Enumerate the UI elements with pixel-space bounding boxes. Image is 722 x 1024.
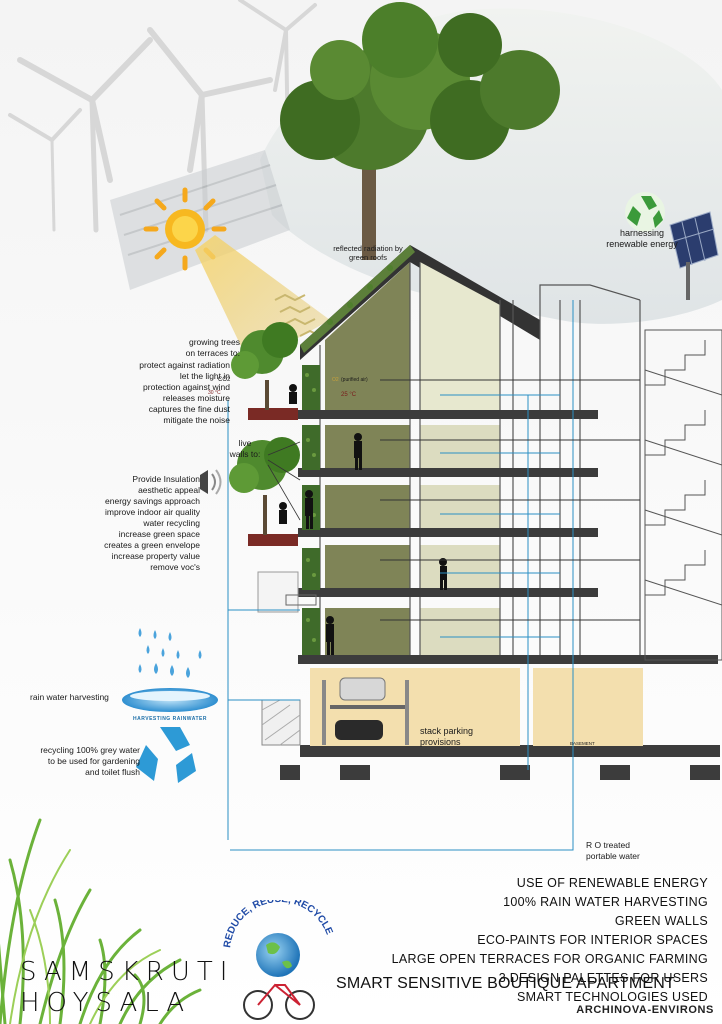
trees-list-item: let the light in <box>179 371 230 381</box>
solar-panel-icon <box>669 211 719 300</box>
recycle-icon <box>625 192 665 232</box>
feature-item: LARGE OPEN TERRACES FOR ORGANIC FARMING <box>391 952 708 966</box>
o2-label: O2 <box>332 377 339 383</box>
trees-title-line: growing trees <box>188 337 240 347</box>
feature-item: GREEN WALLS <box>614 914 708 928</box>
sun-icon <box>143 187 227 271</box>
reflected-label: reflected radiation by green roofs <box>318 244 418 262</box>
co2-label: CO2 <box>218 377 231 383</box>
tree-icon <box>280 2 560 260</box>
trees-list-item: mitigate the noise <box>163 415 230 425</box>
brand-line: SAMSKRUTI <box>20 957 235 987</box>
rrr-text: REDUCE, REUSE, RECYCLE <box>222 900 335 948</box>
wind-turbine-icon <box>8 0 317 233</box>
parking-line: provisions <box>420 737 461 747</box>
walls-list-item: energy savings approach <box>105 496 200 506</box>
feature-item: 3 DESIGN PALETTES FOR USERS <box>498 971 708 985</box>
live-walls-line: live <box>238 438 252 448</box>
grey-water-line: recycling 100% grey water <box>40 745 140 755</box>
walls-list-item: creates a green envelope <box>104 540 200 550</box>
rain-label: rain water harvesting <box>30 692 109 702</box>
svg-text:REDUCE, REUSE, RECYCLE: REDUCE, REUSE, RECYCLE <box>222 900 335 948</box>
trees-list-item: protect against radiation <box>139 360 230 370</box>
live-walls-title: live walls to: <box>220 438 270 460</box>
walls-list-item: aesthetic appeal <box>138 485 200 495</box>
parking-line: stack parking <box>420 726 474 736</box>
rrr-logo: REDUCE, REUSE, RECYCLE <box>222 900 335 948</box>
grey-water-line: and toilet flush <box>85 767 140 777</box>
purified-label: (purified air) <box>341 377 368 383</box>
car-icon <box>322 677 409 745</box>
trees-title: growing trees on terraces to: <box>130 337 240 359</box>
ro-water-label: R O treated portable water <box>586 840 640 862</box>
ro-water-line: portable water <box>586 851 640 861</box>
walls-list: Provide Insulation aesthetic appeal ener… <box>60 474 200 573</box>
trees-list-item: releases moisture <box>162 393 230 403</box>
harnessing-line: renewable energy <box>606 239 678 249</box>
trees-list-item: protection against wind <box>143 382 230 392</box>
heat-arrows <box>274 293 321 337</box>
grey-water-label: recycling 100% grey water to be used for… <box>20 745 140 778</box>
recycle-icon <box>136 727 196 783</box>
rain-drop-icon <box>138 628 202 678</box>
grass <box>0 818 202 1024</box>
walls-list-item: remove voc's <box>150 562 200 572</box>
live-walls-line: walls to: <box>229 449 261 459</box>
parking-label: stack parking provisions <box>420 726 473 748</box>
temp-out-label: 30 °C <box>208 390 221 396</box>
speaker-icon <box>200 469 222 495</box>
feature-item: SMART TECHNOLOGIES USED <box>517 990 708 1004</box>
globe-bicycle-icon <box>243 933 315 1020</box>
feature-item: USE OF RENEWABLE ENERGY <box>516 876 708 890</box>
basement-label: BASEMENT <box>570 741 595 746</box>
trees-list-item: captures the fine dust <box>148 404 230 414</box>
firm-name: ARCHINOVA-ENVIRONS <box>576 1004 714 1016</box>
reflected-line: green roofs <box>349 253 387 262</box>
feature-item: ECO-PAINTS FOR INTERIOR SPACES <box>477 933 708 947</box>
feature-item: 100% RAIN WATER HARVESTING <box>503 895 708 909</box>
brand-line: HOYSALA <box>20 988 192 1018</box>
trees-list: protect against radiation let the light … <box>90 360 230 426</box>
ro-water-line: R O treated <box>586 840 630 850</box>
tagline: SMART SENSITIVE BOUTIQUE APARTMENT <box>336 975 676 992</box>
walls-list-item: improve indoor air quality <box>105 507 200 517</box>
walls-list-item: water recycling <box>143 518 200 528</box>
harnessing-line: harnessing <box>619 228 665 238</box>
rain-logo-text: HARVESTING RAINWATER <box>133 716 207 722</box>
reflected-line: reflected radiation by <box>333 244 403 253</box>
walls-list-item: Provide Insulation <box>132 474 200 484</box>
trees-title-line: on terraces to: <box>185 348 240 358</box>
walls-list-item: increase green space <box>118 529 200 539</box>
harnessing-label: harnessing renewable energy <box>596 228 688 250</box>
temp-in-label: 25 °C <box>341 392 357 398</box>
grey-water-line: to be used for gardening <box>47 756 140 766</box>
walls-list-item: increase property value <box>111 551 200 561</box>
